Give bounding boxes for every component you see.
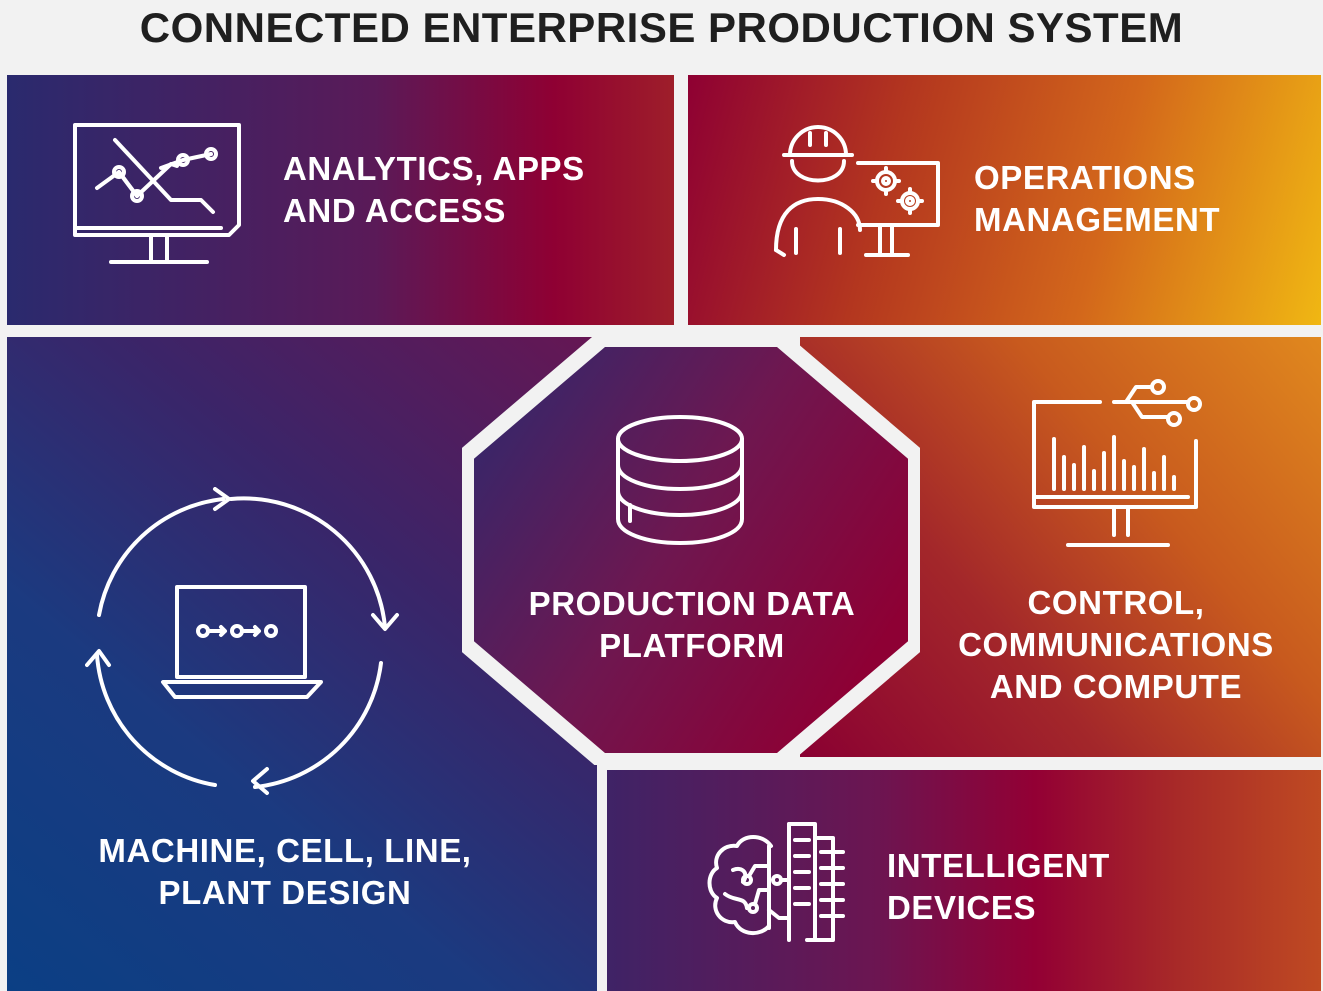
brain-circuit-icon (703, 818, 853, 946)
laptop-cycle-icon (85, 487, 405, 797)
tile-machine-label: MACHINE, CELL, LINE, PLANT DESIGN (98, 832, 472, 911)
worker-with-gears-monitor-icon (770, 125, 945, 265)
monitor-chart-icon (71, 120, 251, 270)
tile-devices-label: INTELLIGENT DEVICES (887, 847, 1110, 926)
monitor-bar-chart-network-icon (1028, 377, 1208, 549)
tile-analytics-label: ANALYTICS, APPS AND ACCESS (283, 150, 585, 229)
tile-devices: INTELLIGENT DEVICES (607, 770, 1321, 991)
page-title: CONNECTED ENTERPRISE PRODUCTION SYSTEM (139, 4, 1184, 51)
tile-operations-label: OPERATIONS MANAGEMENT (974, 159, 1221, 238)
tile-control-label: CONTROL, COMMUNICATIONS AND COMPUTE (958, 584, 1274, 705)
database-icon (614, 413, 748, 551)
tile-operations: OPERATIONS MANAGEMENT (688, 75, 1321, 325)
tile-analytics: ANALYTICS, APPS AND ACCESS (7, 75, 674, 325)
octagon-label: PRODUCTION DATA PLATFORM (528, 585, 856, 664)
production-data-platform-octagon: PRODUCTION DATA PLATFORM (462, 335, 920, 765)
